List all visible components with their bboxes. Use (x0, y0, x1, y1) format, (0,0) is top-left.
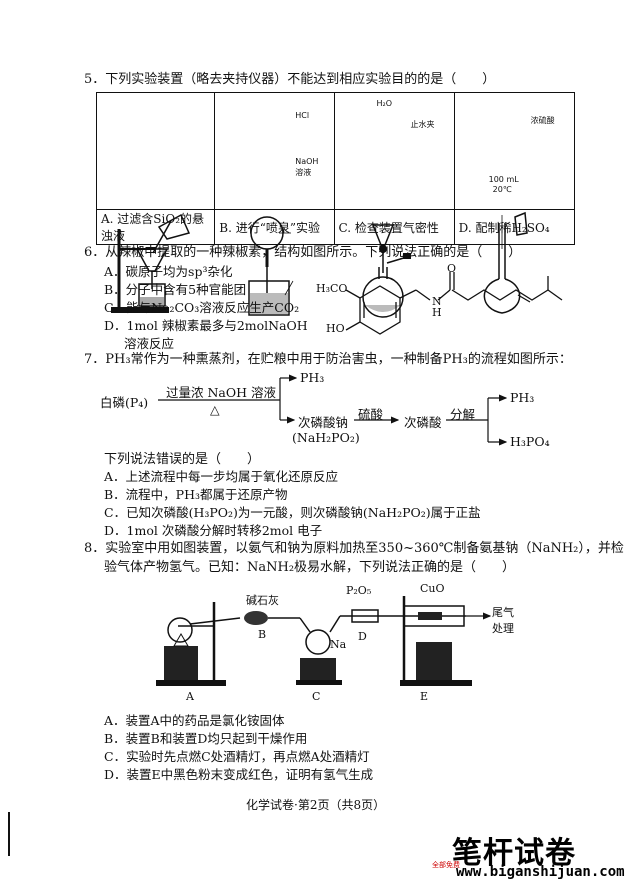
flow-prod3: 次磷酸 (404, 415, 442, 430)
label-n: N (432, 295, 442, 308)
q5-stem: 5．下列实验装置（略去夹持仪器）不能达到相应实验目的的是（ ） (84, 72, 496, 87)
flow-prod5: H₃PO₄ (510, 434, 550, 449)
label-naoh: NaOH (295, 157, 319, 166)
q5-cell-c: H₂O 止水夹 (333, 92, 455, 318)
q8-option-b: B．装置B和装置D均只起到干燥作用 (104, 731, 308, 746)
label-20c: 20℃ (492, 185, 512, 194)
dilution-apparatus-drawing (483, 211, 528, 314)
flow-prod2: 次磷酸钠 (298, 415, 349, 430)
label-p2o5: P₂O₅ (346, 584, 372, 597)
label-b: B (258, 628, 267, 641)
q5-option-b: B. 进行“喷泉”实验 (214, 209, 335, 245)
label-100ml: 100 mL (488, 175, 519, 184)
label-tail-1: 尾气 (492, 606, 514, 619)
q8-stem-2: 验气体产物氢气。已知：NaNH₂极易水解，下列说法正确的是（ ） (104, 560, 516, 575)
label-water: H₂O (376, 99, 393, 108)
watermark-name: 笔杆试卷 (452, 836, 576, 871)
flow-prod1: PH₃ (300, 370, 325, 385)
flow-acid: 硫酸 (358, 407, 384, 422)
label-na: Na (330, 638, 347, 651)
label-conc-h2so4: 浓硫酸 (530, 116, 555, 125)
q6-option-d: D．1mol 辣椒素最多与2molNaOH (104, 318, 308, 333)
q5-cell-b: HCl NaOH 溶液 (214, 92, 335, 316)
q5-option-c: C. 检查装置气密性 (333, 209, 455, 245)
q8-option-a: A．装置A中的药品是氯化铵固体 (104, 713, 285, 728)
fountain-apparatus-drawing (248, 216, 294, 316)
flow-cond-bottom: △ (210, 402, 220, 417)
label-tail-2: 处理 (492, 622, 514, 635)
q8-apparatus-drawing (156, 596, 492, 686)
watermark-tag: 全部免费 (432, 861, 460, 869)
q5-cell-a (95, 92, 216, 313)
label-h3co: H₃CO (316, 282, 348, 295)
q6-option-b: B．分子中含有5种官能团 (104, 282, 247, 297)
label-soda-lime: 碱石灰 (246, 594, 279, 607)
label-d: D (358, 630, 367, 643)
page-footer: 化学试卷·第2页（共8页） (246, 798, 386, 812)
q7-option-a: A．上述流程中每一步均属于氧化还原反应 (104, 469, 339, 484)
q7-sub: 下列说法错误的是（ ） (104, 452, 261, 467)
q6-option-a: A．碳原子均为sp³杂化 (104, 264, 233, 279)
label-h: H (432, 306, 442, 319)
label-a: A (186, 690, 194, 703)
flow-prod2-formula: (NaH₂PO₂) (292, 430, 360, 445)
q7-option-b: B．流程中，PH₃都属于还原产物 (104, 487, 288, 502)
q8-option-d: D．装置E中黑色粉末变成红色，证明有氢气生成 (104, 767, 374, 782)
airtightness-apparatus-drawing (361, 224, 411, 318)
q7-stem: 7．PH₃常作为一种熏蒸剂，在贮粮中用于防治害虫，一种制备PH₃的流程如图所示： (84, 352, 572, 367)
label-e: E (420, 690, 429, 703)
label-o: O (447, 262, 457, 275)
q6-stem: 6．从辣椒中提取的一种辣椒素，结构如图所示。下列说法正确的是（ ） (84, 245, 522, 260)
capsaicin-structure (345, 272, 563, 335)
label-c: C (312, 690, 321, 703)
q7-option-d: D．1mol 次磷酸分解时转移2mol 电子 (104, 523, 323, 538)
label-cuo: CuO (420, 582, 445, 595)
watermark-url: www.biganshijuan.com (456, 864, 625, 880)
filtration-apparatus-drawing (111, 213, 191, 313)
q8-option-c: C．实验时先点燃C处酒精灯，再点燃A处酒精灯 (104, 749, 370, 764)
flow-decomp: 分解 (450, 407, 476, 422)
q6-option-c: C．能与Na₂CO₃溶液反应生产CO₂ (104, 300, 300, 315)
label-clamp: 止水夹 (410, 120, 435, 129)
q5-cell-d: 浓硫酸 100 mL 20℃ (453, 92, 576, 314)
q5-apparatus-table: HCl NaOH 溶液 H₂O 止水夹 (95, 92, 576, 318)
flow-start: 白磷(P₄) (100, 395, 149, 410)
label-solution: 溶液 (295, 168, 312, 177)
margin-mark (8, 812, 10, 856)
label-ho: HO (326, 322, 345, 335)
label-hcl: HCl (295, 111, 310, 120)
q8-stem-1: 8．实验室中用如图装置，以氨气和钠为原料加热至350~360℃制备氨基钠（NaN… (84, 541, 624, 556)
q6-option-d-cont: 溶液反应 (124, 336, 175, 351)
flow-prod4: PH₃ (510, 390, 535, 405)
flow-cond-top: 过量浓 NaOH 溶液 (166, 385, 276, 400)
q7-option-c: C．已知次磷酸(H₃PO₂)为一元酸，则次磷酸钠(NaH₂PO₂)属于正盐 (104, 505, 481, 520)
